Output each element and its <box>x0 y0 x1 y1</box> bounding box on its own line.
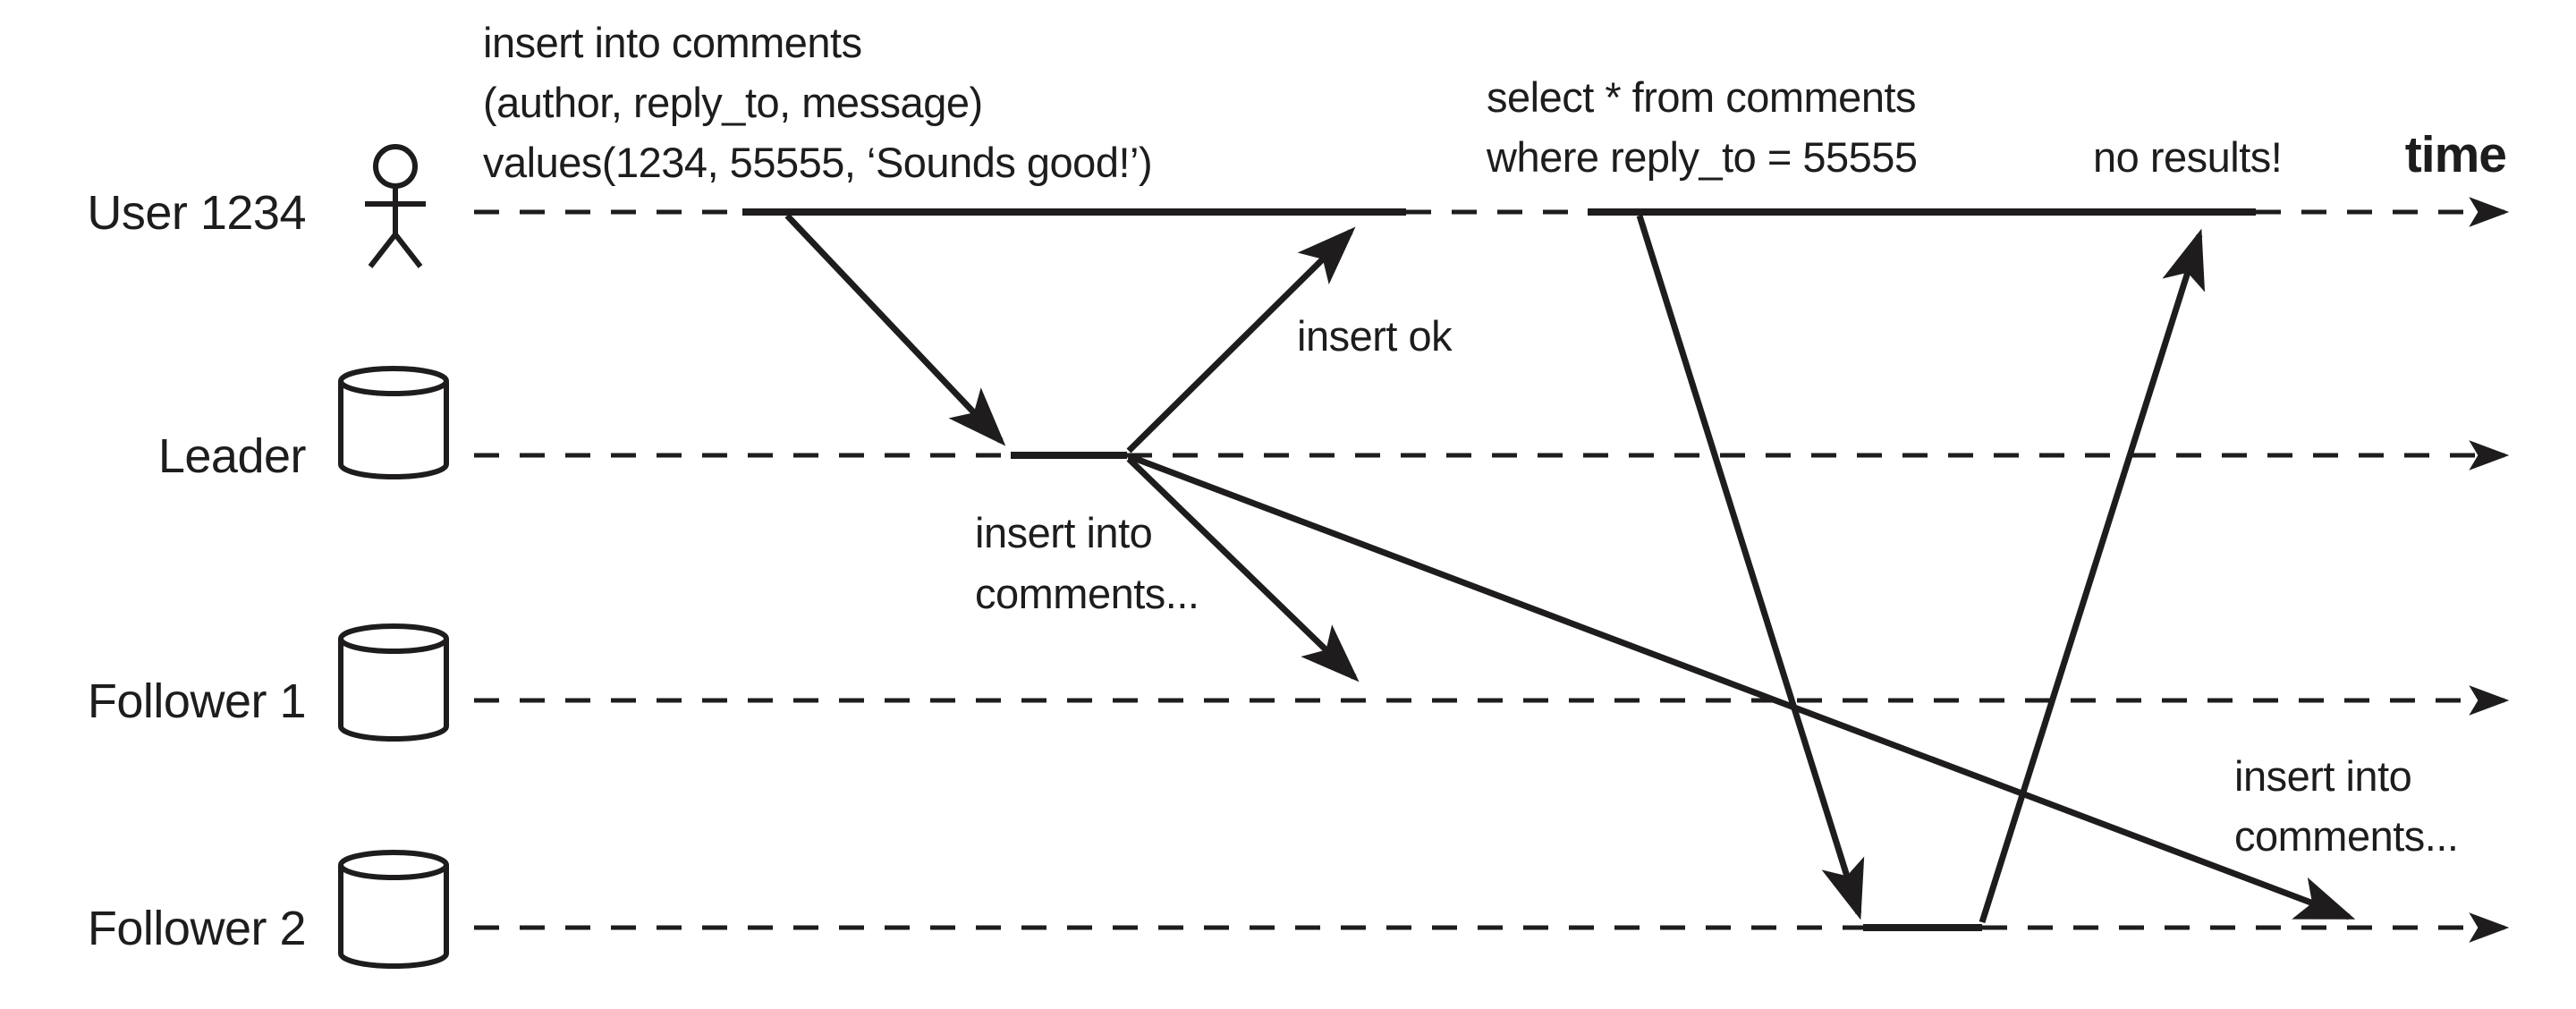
database-icon-body <box>338 865 449 969</box>
arrow-insert-ok-leader-to-user <box>1126 226 1356 454</box>
replicate-follower2-line2: comments... <box>2234 812 2458 860</box>
replicate-follower2-label: insert into comments... <box>2234 752 2459 860</box>
database-icon <box>338 850 449 969</box>
select-query-text: select * from comments where reply_to = … <box>1486 73 1918 181</box>
lane-follower2: Follower 2 <box>88 850 2510 969</box>
no-results-label: no results! <box>2093 133 2282 181</box>
insert-query-line1: insert into comments <box>483 19 862 66</box>
arrow-insert-request-user-to-leader <box>784 213 1006 446</box>
lane-leader: Leader <box>158 366 2510 483</box>
database-icon-top <box>338 366 449 396</box>
lane-label-leader: Leader <box>158 429 307 483</box>
insert-query-line3: values(1234, 55555, ‘Sounds good!’) <box>483 139 1152 186</box>
replicate-follower1-label: insert into comments... <box>975 509 1199 617</box>
lane-label-follower1: Follower 1 <box>88 674 306 728</box>
time-axis-label: time <box>2405 126 2506 183</box>
insert-ok-label: insert ok <box>1297 312 1453 360</box>
insert-query-line2: (author, reply_to, message) <box>483 79 983 126</box>
arrow-replicate-leader-to-follower1 <box>1126 456 1360 683</box>
person-icon-legs <box>368 230 423 268</box>
lane-follower1: Follower 1 <box>88 623 2510 742</box>
select-query-line1: select * from comments <box>1487 73 1916 121</box>
arrow-select-request-user-to-follower2 <box>1636 214 1865 920</box>
database-icon-body <box>338 381 449 479</box>
insert-query-text: insert into comments (author, reply_to, … <box>483 19 1153 186</box>
lane-label-user: User 1234 <box>87 186 306 240</box>
replicate-follower2-line1: insert into <box>2234 752 2411 800</box>
person-icon <box>365 144 426 268</box>
arrow-replicate-leader-to-follower2 <box>1127 453 2356 920</box>
database-icon <box>338 623 449 742</box>
lane-label-follower2: Follower 2 <box>88 902 306 955</box>
database-icon-top <box>338 850 449 880</box>
arrow-select-response-follower2-to-user <box>1979 228 2206 924</box>
lane-user: User 1234 <box>87 144 2510 268</box>
database-icon-body <box>338 639 449 742</box>
replicate-follower1-line2: comments... <box>975 570 1199 617</box>
database-icon-top <box>338 623 449 654</box>
select-query-line2: where reply_to = 55555 <box>1486 133 1918 181</box>
replicate-follower1-line1: insert into <box>975 509 1152 556</box>
database-icon <box>338 366 449 479</box>
person-icon-head <box>373 144 418 189</box>
